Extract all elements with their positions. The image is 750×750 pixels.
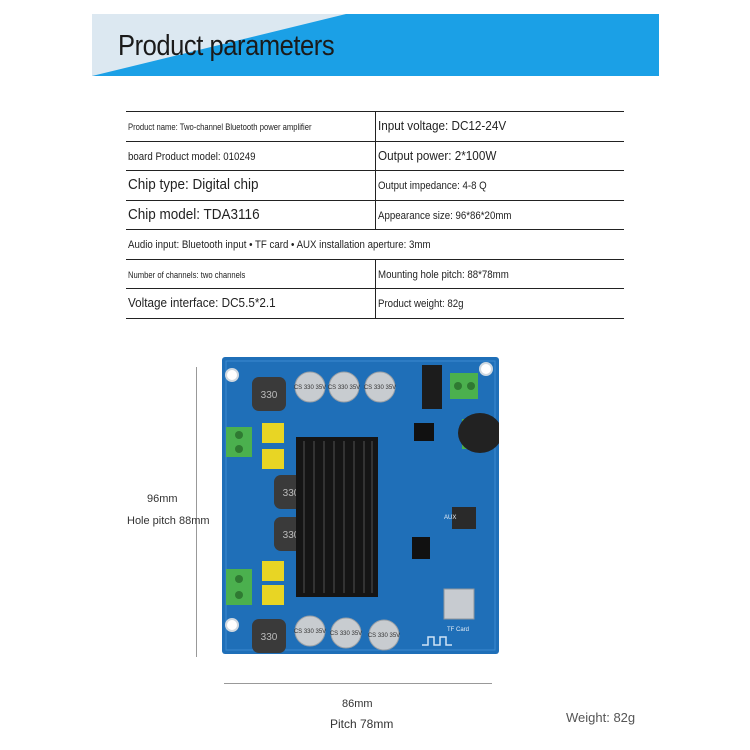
aux-jack (452, 507, 476, 529)
param-product-weight: Product weight: 82g (377, 298, 464, 311)
inductor-label: 330 (283, 488, 300, 499)
mounting-holes (225, 362, 493, 632)
parameters-table: Product name: Two-channel Bluetooth powe… (126, 111, 624, 319)
capacitor-label: CS 330 35V (364, 385, 396, 391)
param-chip-model: Chip model: TDA3116 (128, 205, 260, 223)
capacitor-label: CS 330 35V (368, 633, 400, 639)
param-voltage-interface: Voltage interface: DC5.5*2.1 (128, 295, 276, 311)
param-mounting-hole-pitch: Mounting hole pitch: 88*78mm (377, 268, 509, 281)
capacitor-label: CS 330 35V (294, 629, 326, 635)
page-title: Product parameters (118, 30, 335, 62)
tf-card-label: TF Card (447, 627, 469, 633)
table-row: Number of channels: two channels Mountin… (126, 258, 624, 289)
weight-label: Weight: 82g (566, 710, 636, 725)
pitch-horizontal-label: Pitch 78mm (330, 717, 394, 731)
heatsink (296, 437, 378, 597)
width-dimension-line (224, 683, 492, 684)
table-row: board Product model: 010249 Output power… (126, 140, 624, 171)
jumpers (262, 423, 284, 605)
capacitor-label: CS 330 35V (330, 631, 362, 637)
height-label: 96mm (147, 493, 178, 505)
amplifier-board-image: 330 330 330 330 CS 330 35V CS 330 35V CS… (222, 357, 499, 654)
header-banner-accent (92, 14, 346, 76)
hole-pitch-vertical-label: Hole pitch 88mm (127, 515, 210, 527)
volume-knob (458, 413, 499, 453)
param-product-model: board Product model: 010249 (128, 150, 256, 163)
table-row: Chip type: Digital chip Output impedance… (126, 170, 624, 201)
aux-label: AUX (444, 515, 456, 521)
capacitors (294, 371, 400, 651)
table-row: Audio input: Bluetooth input • TF card •… (126, 229, 624, 260)
param-appearance-size: Appearance size: 96*86*20mm (377, 209, 512, 222)
inductor-label: 330 (261, 390, 278, 401)
table-row: Product name: Two-channel Bluetooth powe… (126, 111, 624, 142)
inductor-label: 330 (261, 632, 278, 643)
width-label: 86mm (342, 698, 373, 710)
param-output-power: Output power: 2*100W (377, 147, 497, 163)
capacitor-label: CS 330 35V (328, 385, 360, 391)
antenna-trace (422, 636, 452, 646)
regulator-chip (414, 423, 434, 441)
param-output-impedance: Output impedance: 4-8 Q (377, 180, 487, 193)
param-chip-type: Chip type: Digital chip (128, 176, 259, 194)
inductor-label: 330 (283, 530, 300, 541)
table-row: Voltage interface: DC5.5*2.1 Product wei… (126, 288, 624, 319)
height-dimension-line (196, 367, 197, 657)
tf-card-slot (443, 588, 475, 620)
bluetooth-chip (412, 537, 430, 559)
capacitor-label: CS 330 35V (294, 385, 326, 391)
param-product-name: Product name: Two-channel Bluetooth powe… (128, 122, 312, 133)
screw-terminals (226, 373, 478, 605)
param-input-voltage: Input voltage: DC12-24V (377, 118, 506, 134)
param-channels: Number of channels: two channels (128, 269, 246, 280)
param-audio-input: Audio input: Bluetooth input • TF card •… (128, 239, 431, 252)
dc-jack (422, 365, 442, 409)
table-row: Chip model: TDA3116 Appearance size: 96*… (126, 199, 624, 230)
